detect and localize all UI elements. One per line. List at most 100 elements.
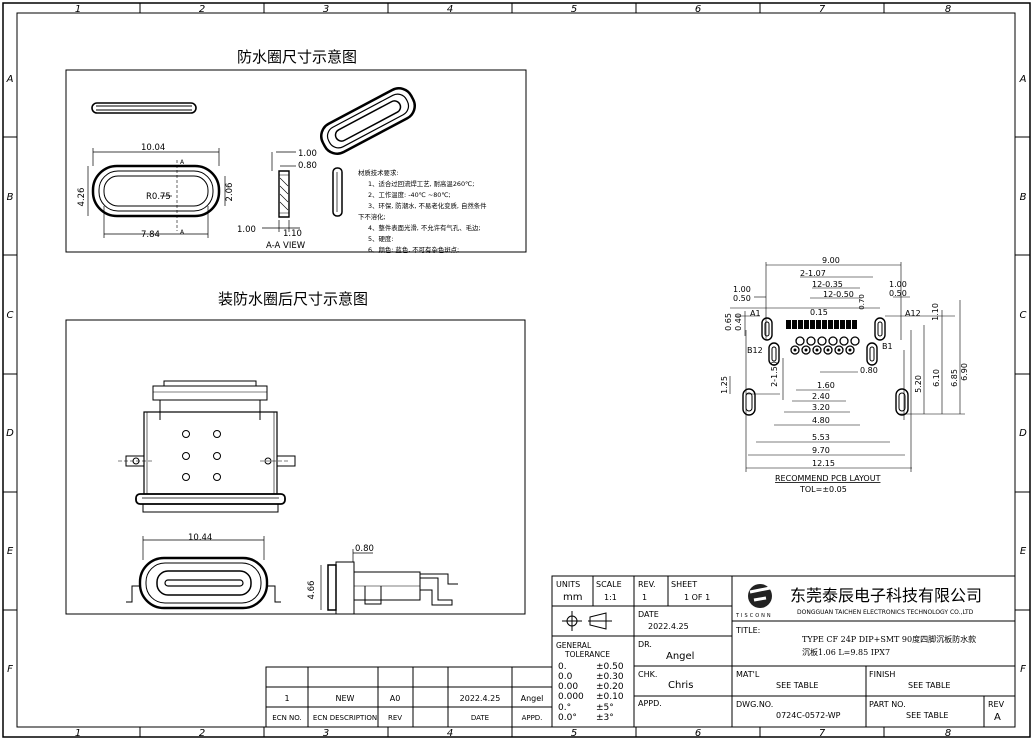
note-line: 5、硬度: [368,234,393,243]
scale-value: 1:1 [604,593,617,602]
tol-key: 0.000 [558,692,584,702]
side-dims: 4.66 0.80 [307,544,374,599]
row-label: A [6,74,14,85]
col-label: 6 [695,728,701,739]
pcb-dims: 9.00 2-1.07 12-0.35 12-0.50 0.15 1.00 0.… [720,256,969,494]
dim: 0.65 [724,313,733,331]
section-dims: 1.00 0.80 1.00 1.10 A-A VIEW [237,149,317,251]
seal-dims: 10.04 4.26 R0.75 2.06 7.84 A A [77,143,235,240]
tol-key: 0.0° [558,713,577,723]
general-tol-label: GENERAL [556,641,592,650]
dim: 0.50 [733,294,751,303]
pin-label: A1 [750,309,761,318]
section-mark: A [180,159,185,166]
tol-key: 0.0 [558,672,573,682]
layout-tolerance: TOL=±0.05 [799,485,847,494]
col-label: 1 [75,728,81,739]
dim: 5.20 [914,375,923,393]
row-label: C [1020,310,1027,321]
dim: 2.40 [812,392,830,401]
rev-cell: A0 [390,694,401,703]
rev-cell: 1 [284,694,289,703]
dim: 1.25 [720,376,729,394]
sheet-value: 1 OF 1 [684,593,710,602]
company-name-cn: 东莞泰辰电子科技有限公司 [790,586,982,605]
row-label: D [6,428,14,439]
dim-w1: 1.00 [237,225,256,235]
section-label: A-A VIEW [266,241,306,251]
row-label: D [1019,428,1027,439]
note-line: 4、整件表面光滑, 不允许有气孔、毛边; [368,223,481,232]
dim: 9.70 [812,446,830,455]
col-label: 2 [199,4,205,15]
row-label: C [7,310,14,321]
rev-cell: Angel [521,694,544,703]
tol-key: 0.° [558,703,571,713]
dim-length: 10.04 [141,143,165,153]
tol-val: ±0.30 [596,672,624,682]
units-label: UNITS [556,580,580,589]
connector-top-view [118,380,296,513]
tol-val: ±0.50 [596,662,624,672]
row-label: E [7,546,14,557]
dim: 6.85 [950,369,959,387]
title-label: TITLE: [735,626,760,635]
dim: 0.40 [734,313,743,331]
rev-header: ECN NO. [272,714,301,722]
rev-header: ECN DESCRIPTION [313,714,377,722]
dim: 4.80 [812,416,830,425]
col-label: 1 [75,4,81,15]
view2-title: 装防水圈后尺寸示意图 [218,290,368,308]
row-label: B [1020,192,1027,203]
row-label: F [1020,664,1026,675]
title-block-text: UNITS mm SCALE 1:1 REV. 1 SHEET 1 OF 1 D… [556,580,1005,723]
chk-label: CHK. [638,670,657,679]
pcb-layout [729,262,965,472]
dwg-label: DWG.NO. [736,700,773,709]
seal-iso-view [320,87,416,155]
tolerance-label: TOLERANCE [564,650,610,659]
row-label: B [7,192,14,203]
dim-radius: R0.75 [146,192,171,202]
tol-key: 0.00 [558,682,578,692]
dim: 1.10 [931,303,940,321]
zone-labels: 1 2 3 4 5 6 7 8 1 2 3 4 5 6 7 8 A B C D … [6,4,1028,739]
date-label: DATE [638,610,659,619]
dim: 2-1.50 [770,361,779,387]
col-label: 8 [945,4,951,15]
tol-key: 0. [558,662,567,672]
col-label: 3 [323,728,329,739]
dim-inner-length: 7.84 [141,230,160,240]
zone-ticks [3,3,1030,737]
appd-label: APPD. [638,699,662,708]
logo-text: TISCONN [735,613,773,619]
revision-table [265,666,553,728]
dim: 12-0.35 [812,280,843,289]
partno-label: PART NO. [869,700,906,709]
dim-height: 4.66 [307,581,317,600]
dim: 6.90 [960,363,969,381]
partno-value: SEE TABLE [906,711,948,720]
title-line2: 沉板1.06 L=9.85 IPX7 [802,647,890,657]
note-line: 6、颜色: 蓝色, 不可有杂色斑点; [368,245,459,254]
dim: 0.70 [858,294,866,310]
scale-label: SCALE [596,580,622,589]
dim-w2: 1.10 [283,229,302,239]
rev-label: REV. [638,580,656,589]
dim: 1.00 [889,280,907,289]
tol-val: ±0.10 [596,692,624,702]
company-logo: TISCONN [735,584,773,619]
dim-width: 10.44 [188,533,212,543]
row-label: F [7,664,13,675]
dim: 2-1.07 [800,269,826,278]
dim: 1.60 [817,381,835,390]
title-block [551,575,1016,728]
row-label: E [1020,546,1027,557]
dim-height: 4.26 [77,188,87,207]
rev-cell: NEW [336,694,355,703]
matl-value: SEE TABLE [776,681,818,690]
view1-title: 防水圈尺寸示意图 [237,48,357,66]
tol-val: ±3° [596,713,614,723]
